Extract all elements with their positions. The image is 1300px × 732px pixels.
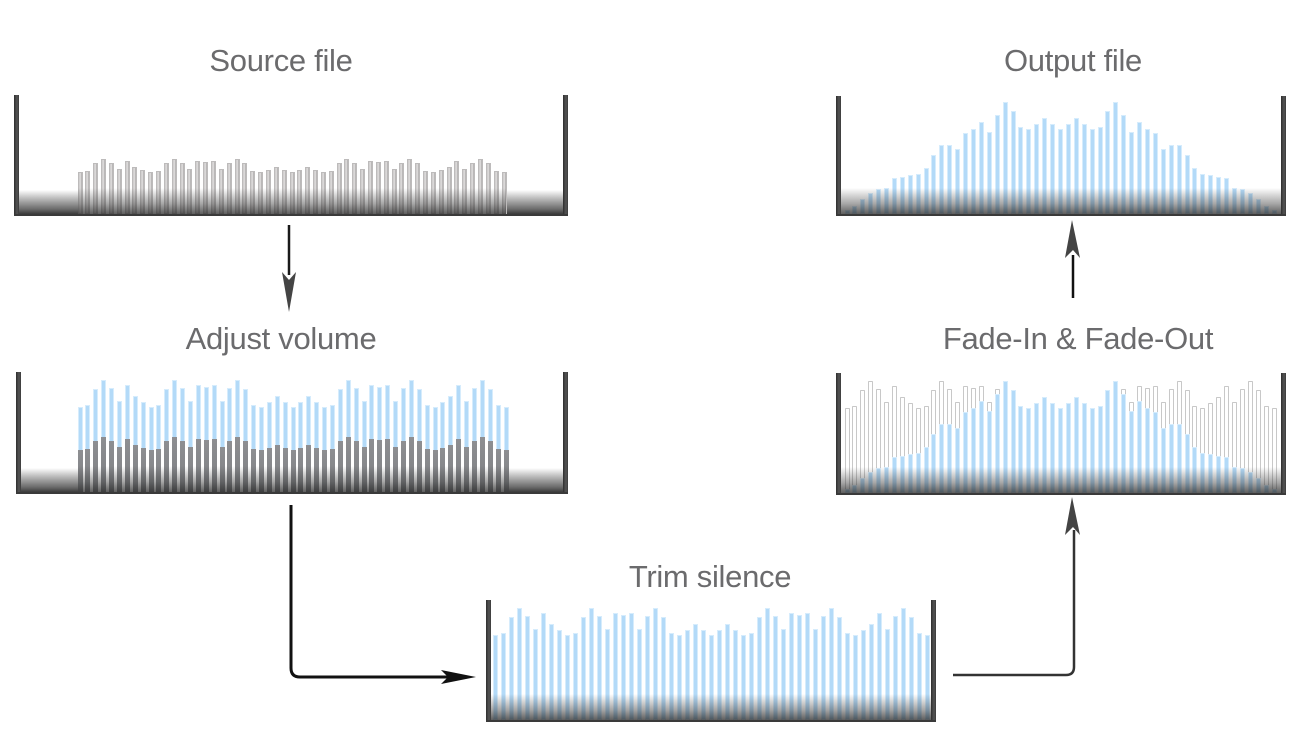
container-floor: [21, 468, 78, 492]
waveform-bar-original-outline: [1239, 388, 1245, 493]
adjust-volume-waveform-panel: [16, 372, 568, 494]
arrow-source-to-adjust: [282, 225, 296, 312]
waveform-bar-original-outline: [1200, 408, 1206, 493]
arrow-adjust-to-trim: [289, 505, 476, 684]
container-floor: [19, 190, 78, 214]
container-left-wall: [486, 600, 491, 722]
waveform-bar-original-outline: [876, 388, 882, 493]
container-right-wall: [563, 372, 568, 494]
container-baseline: [836, 214, 1286, 216]
waveform-bar-original-outline: [915, 408, 921, 493]
container-right-wall: [931, 600, 936, 722]
waveform-bar-original-outline: [1247, 381, 1253, 493]
waveform-bar-original: [195, 439, 201, 492]
container-left-wall: [836, 96, 841, 216]
waveform-bar-original-outline: [1208, 402, 1214, 493]
waveform-bar-original-outline: [1231, 401, 1237, 493]
title-source-file: Source file: [209, 43, 353, 78]
waveform-bar-original-outline: [1271, 408, 1277, 493]
title-output-file: Output file: [1003, 43, 1143, 78]
title-fade: Fade-In & Fade-Out: [942, 321, 1214, 356]
waveform-bar-original: [479, 437, 485, 492]
waveform-bar-original-outline: [884, 401, 890, 493]
waveform-bar-original: [124, 439, 130, 492]
waveform-bar-original: [369, 439, 375, 492]
container-baseline: [486, 720, 936, 722]
waveform-bar-original: [345, 437, 351, 492]
waveform-bar-original: [172, 437, 178, 492]
waveform-bar-original-outline: [1224, 386, 1230, 493]
container-baseline: [16, 492, 568, 494]
waveform-bar-original: [101, 437, 107, 492]
container-baseline: [836, 493, 1286, 495]
waveform-bar-original-outline: [844, 408, 850, 493]
container-floor: [506, 190, 563, 214]
waveform-bar-original: [408, 437, 414, 492]
waveform-bar-original: [211, 439, 217, 492]
container-right-wall: [1281, 373, 1286, 495]
waveform-bar-original-outline: [868, 381, 874, 493]
container-left-wall: [16, 372, 21, 494]
waveform-bar-original-outline: [1216, 397, 1222, 493]
container-baseline: [14, 214, 568, 216]
waveform-bar-original-outline: [1263, 405, 1269, 493]
waveform-bar-original-outline: [852, 405, 858, 493]
waveform-bar-original-outline: [1255, 389, 1261, 493]
waveform-bar-original-outline: [860, 389, 866, 493]
arrow-fade-to-output: [1065, 220, 1080, 298]
waveform-bar-original: [385, 439, 391, 492]
title-trim-silence: Trim silence: [628, 559, 792, 594]
waveform-bar-original-outline: [907, 402, 913, 493]
waveform-bar-original: [235, 437, 241, 492]
container-left-wall: [14, 95, 19, 216]
title-adjust-volume: Adjust volume: [185, 321, 377, 356]
waveform-bar-original-outline: [891, 386, 897, 493]
arrow-trim-to-fade: [953, 497, 1080, 677]
waveform-bar-original: [456, 439, 462, 492]
container-right-wall: [1281, 96, 1286, 216]
container-right-wall: [563, 95, 568, 216]
container-floor: [509, 468, 563, 492]
container-left-wall: [836, 373, 841, 495]
waveform-bar-original-outline: [899, 397, 905, 493]
